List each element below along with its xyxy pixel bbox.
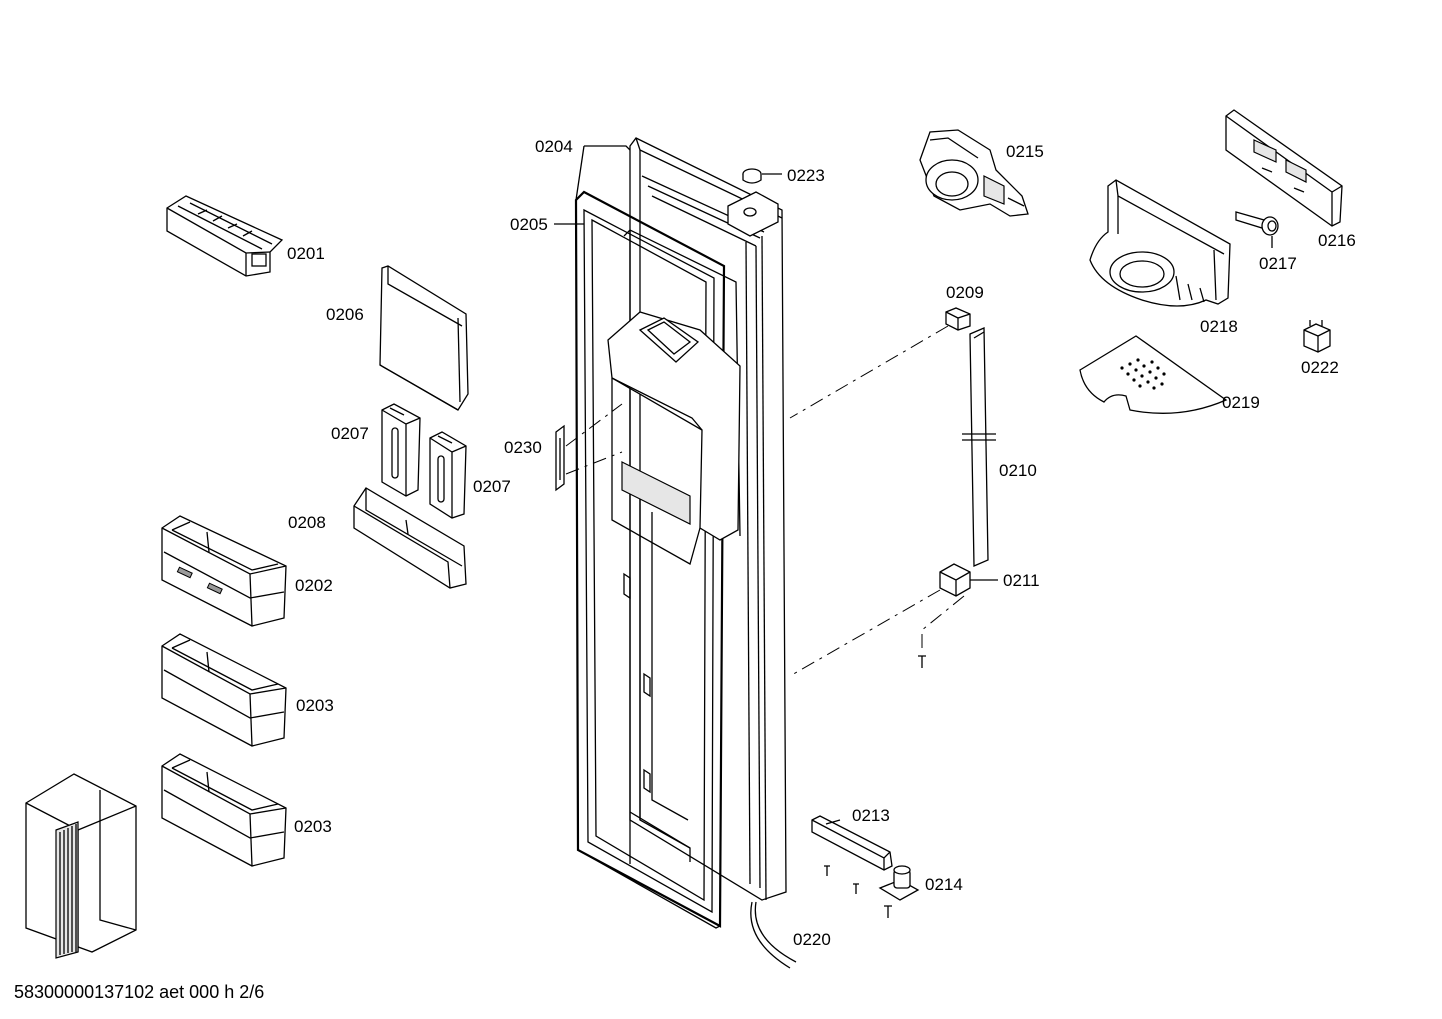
label-0202: 0202 [295, 576, 333, 595]
part-0215-motor [919, 129, 1029, 217]
label-0222: 0222 [1301, 358, 1339, 377]
label-0203-lower: 0203 [294, 817, 332, 836]
part-0203-door-shelf-upper [161, 633, 287, 747]
part-0219-chute-cover [1079, 335, 1228, 414]
drawing-reference-number: 58300000137102 aet 000 h 2/6 [14, 982, 264, 1002]
part-0223-plug [742, 168, 782, 184]
part-0218-ice-chute [1089, 179, 1231, 307]
part-0214-hinge-pin [878, 865, 920, 918]
label-0223: 0223 [787, 166, 825, 185]
label-0209: 0209 [946, 283, 984, 302]
label-0205: 0205 [510, 215, 548, 234]
part-0211-handle-cap-bottom [789, 563, 998, 677]
part-0207-cartridge-right [429, 431, 467, 519]
label-0220: 0220 [793, 930, 831, 949]
label-0218: 0218 [1200, 317, 1238, 336]
part-labels: 0201 0202 0203 0203 0204 0205 0206 0207 … [287, 137, 1356, 949]
part-0203-door-shelf-lower [161, 753, 287, 867]
vent-holes [1120, 358, 1166, 390]
appliance-overview-icon [25, 773, 137, 959]
part-0201-small-door-shelf [166, 195, 284, 277]
label-0214: 0214 [925, 875, 963, 894]
label-0201: 0201 [287, 244, 325, 263]
label-0203-upper: 0203 [296, 696, 334, 715]
label-0207-right: 0207 [473, 477, 511, 496]
part-0207-cartridge-left [381, 403, 421, 497]
label-0230: 0230 [504, 438, 542, 457]
part-0206-cover [379, 265, 469, 411]
label-0211: 0211 [1003, 571, 1040, 590]
part-0208-tray [353, 487, 467, 589]
part-0217-sensor [1235, 211, 1279, 248]
label-0208: 0208 [288, 513, 326, 532]
label-0207-left: 0207 [331, 424, 369, 443]
part-0222-switch [1303, 320, 1331, 353]
part-0220-cable [750, 901, 797, 969]
label-0204: 0204 [535, 137, 573, 156]
label-0206: 0206 [326, 305, 364, 324]
label-0217: 0217 [1259, 254, 1297, 273]
label-0213: 0213 [852, 806, 890, 825]
label-0216: 0216 [1318, 231, 1356, 250]
label-0210: 0210 [999, 461, 1037, 480]
label-0215: 0215 [1006, 142, 1044, 161]
part-0205-door-gasket-frame [574, 190, 741, 929]
part-0213-hinge [811, 815, 893, 894]
part-0202-door-shelf [161, 515, 287, 627]
part-0216-control-board [1225, 109, 1343, 227]
label-0219: 0219 [1222, 393, 1260, 412]
part-0209-handle-cap-top [789, 307, 971, 419]
part-0210-handle-bar [962, 327, 996, 567]
